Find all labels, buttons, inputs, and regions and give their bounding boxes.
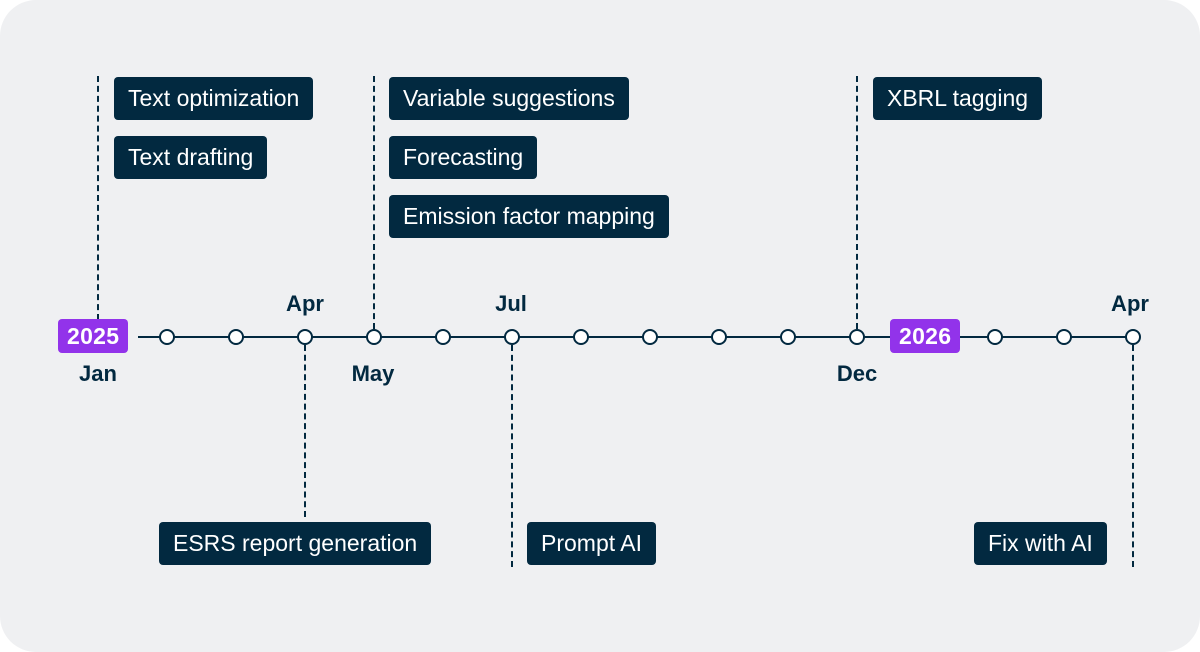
- node-mar-2025: [228, 329, 244, 345]
- month-label-jan: Jan: [79, 361, 117, 386]
- node-feb-2026: [987, 329, 1003, 345]
- feature-text-drafting: Text drafting: [114, 136, 268, 179]
- feature-esrs-report-generation: ESRS report generation: [159, 522, 432, 565]
- feature-forecasting: Forecasting: [389, 136, 538, 179]
- node-jun-2025: [435, 329, 451, 345]
- node-aug-2025: [573, 329, 589, 345]
- feature-xbrl-tagging: XBRL tagging: [873, 77, 1043, 120]
- node-sep-2025: [642, 329, 658, 345]
- guide-apr-2025: [304, 345, 306, 517]
- node-mar-2026: [1056, 329, 1072, 345]
- feature-emission-factor-mapping: Emission factor mapping: [389, 195, 669, 238]
- guide-jan: [97, 76, 99, 320]
- month-label-jul: Jul: [495, 291, 527, 316]
- year-badge-2025: 2025: [58, 319, 129, 353]
- timeline-axis: [138, 336, 1134, 338]
- year-badge-2026: 2026: [890, 319, 961, 353]
- node-nov-2025: [780, 329, 796, 345]
- node-apr-2026: [1125, 329, 1141, 345]
- feature-fix-with-ai: Fix with AI: [974, 522, 1107, 565]
- feature-text-optimization: Text optimization: [114, 77, 314, 120]
- node-jul-2025: [504, 329, 520, 345]
- guide-apr-2026: [1132, 345, 1134, 567]
- feature-variable-suggestions: Variable suggestions: [389, 77, 629, 120]
- node-feb-2025: [159, 329, 175, 345]
- node-may-2025: [366, 329, 382, 345]
- guide-may: [373, 76, 375, 329]
- guide-jul: [511, 345, 513, 567]
- month-label-apr-2025: Apr: [286, 291, 324, 316]
- guide-dec: [856, 76, 858, 329]
- feature-prompt-ai: Prompt AI: [527, 522, 656, 565]
- node-oct-2025: [711, 329, 727, 345]
- node-dec-2025: [849, 329, 865, 345]
- month-label-dec: Dec: [836, 361, 878, 386]
- node-apr-2025: [297, 329, 313, 345]
- month-label-may: May: [351, 361, 395, 386]
- month-label-apr-2026: Apr: [1111, 291, 1149, 316]
